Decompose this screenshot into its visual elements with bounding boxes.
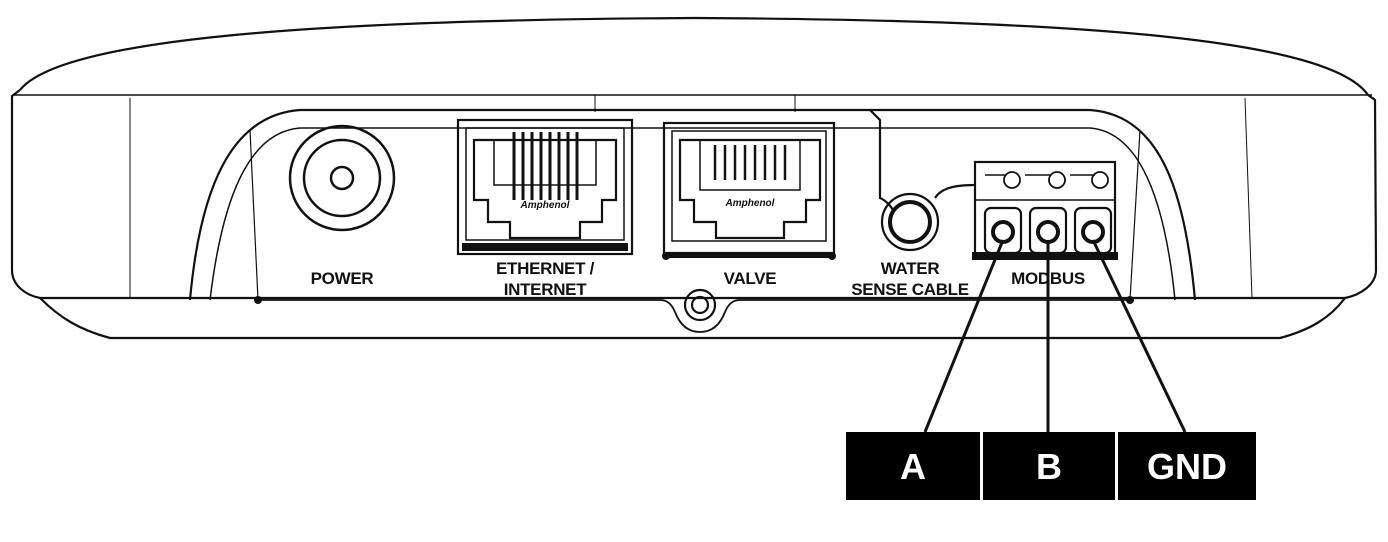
valve-label: VALVE bbox=[724, 269, 777, 288]
ethernet-port bbox=[456, 118, 634, 256]
terminal-a-hole bbox=[991, 220, 1015, 244]
ethernet-brand-label: Amphenol bbox=[520, 200, 570, 211]
device-housing bbox=[10, 16, 1378, 340]
ethernet-pins bbox=[512, 132, 579, 200]
valve-brand-label: Amphenol bbox=[725, 198, 775, 209]
leader-line-gnd bbox=[1091, 239, 1187, 433]
terminal-label-b: B bbox=[1036, 446, 1062, 487]
corner-screw-right bbox=[1126, 296, 1134, 304]
terminal-label-gnd: GND bbox=[1147, 446, 1227, 487]
terminal-tag-a bbox=[846, 432, 980, 500]
ethernet-base-bar bbox=[462, 243, 628, 251]
ethernet-label-line2: INTERNET bbox=[504, 280, 588, 299]
terminal-leader-lines bbox=[923, 239, 1187, 433]
leader-line-a bbox=[923, 239, 1005, 433]
modbus-base-bar bbox=[972, 252, 1118, 260]
corner-screw-left bbox=[254, 296, 262, 304]
power-label: POWER bbox=[311, 269, 374, 288]
valve-port bbox=[662, 121, 836, 255]
terminal-gnd-hole bbox=[1081, 220, 1105, 244]
terminal-b-hole bbox=[1036, 220, 1060, 244]
water-label-line2: SENSE CABLE bbox=[851, 280, 969, 299]
bottom-screw bbox=[683, 288, 717, 322]
power-jack bbox=[288, 124, 396, 232]
valve-dot-left bbox=[662, 252, 670, 260]
water-sense-port bbox=[869, 109, 976, 252]
valve-dot-right bbox=[828, 252, 836, 260]
water-label-line1: WATER bbox=[881, 259, 940, 278]
terminal-tag-b bbox=[983, 432, 1115, 500]
terminal-label-a: A bbox=[900, 446, 926, 487]
terminal-tag-gnd bbox=[1118, 432, 1256, 500]
ethernet-label-line1: ETHERNET / bbox=[496, 259, 595, 278]
valve-pins bbox=[713, 145, 787, 180]
